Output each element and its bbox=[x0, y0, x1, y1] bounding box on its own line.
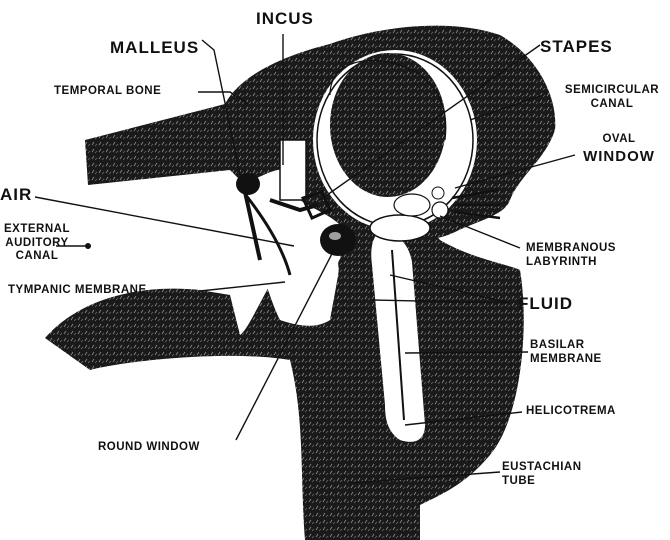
label-membranous-line1: MEMBRANOUS bbox=[526, 243, 616, 255]
label-stapes: STAPES bbox=[540, 38, 613, 55]
label-semicircular-canal-line1: SEMICIRCULAR bbox=[554, 85, 670, 97]
label-membranous-line2: LABYRINTH bbox=[526, 257, 616, 269]
label-tympanic-membrane: TYMPANIC MEMBRANE bbox=[8, 285, 147, 297]
saccule bbox=[370, 215, 430, 241]
label-eustachian-tube: EUSTACHIAN TUBE bbox=[502, 462, 582, 487]
label-incus: INCUS bbox=[256, 10, 314, 27]
label-basilar-membrane: BASILAR MEMBRANE bbox=[530, 340, 602, 365]
label-membranous-labyrinth: MEMBRANOUS LABYRINTH bbox=[526, 243, 616, 268]
label-fluid: FLUID bbox=[518, 295, 573, 312]
label-semicircular-canal-line2: CANAL bbox=[554, 99, 670, 111]
label-temporal-bone: TEMPORAL BONE bbox=[54, 86, 161, 98]
label-basilar-line1: BASILAR bbox=[530, 340, 602, 352]
label-basilar-line2: MEMBRANE bbox=[530, 354, 602, 366]
label-oval-window: OVAL WINDOW bbox=[578, 134, 660, 164]
label-eustachian-line1: EUSTACHIAN bbox=[502, 462, 582, 474]
label-external-line1: EXTERNAL bbox=[2, 224, 72, 236]
semicircular-canal-core bbox=[330, 53, 446, 197]
label-round-window: ROUND WINDOW bbox=[98, 442, 200, 454]
label-external-auditory-canal: EXTERNAL AUDITORY CANAL bbox=[2, 224, 72, 263]
label-eustachian-line2: TUBE bbox=[502, 476, 582, 488]
round-window bbox=[320, 224, 356, 256]
label-helicotrema: HELICOTREMA bbox=[526, 406, 616, 418]
label-semicircular-canal: SEMICIRCULAR CANAL bbox=[554, 85, 670, 110]
label-oval-window-line2: WINDOW bbox=[578, 149, 660, 164]
incus-body bbox=[280, 140, 306, 200]
utricle bbox=[394, 194, 430, 216]
label-air: AIR bbox=[0, 186, 32, 203]
label-oval-window-line1: OVAL bbox=[578, 134, 660, 146]
label-external-line2: AUDITORY bbox=[2, 238, 72, 250]
malleus-head bbox=[236, 173, 260, 195]
label-malleus: MALLEUS bbox=[110, 39, 199, 56]
label-external-line3: CANAL bbox=[2, 251, 72, 263]
